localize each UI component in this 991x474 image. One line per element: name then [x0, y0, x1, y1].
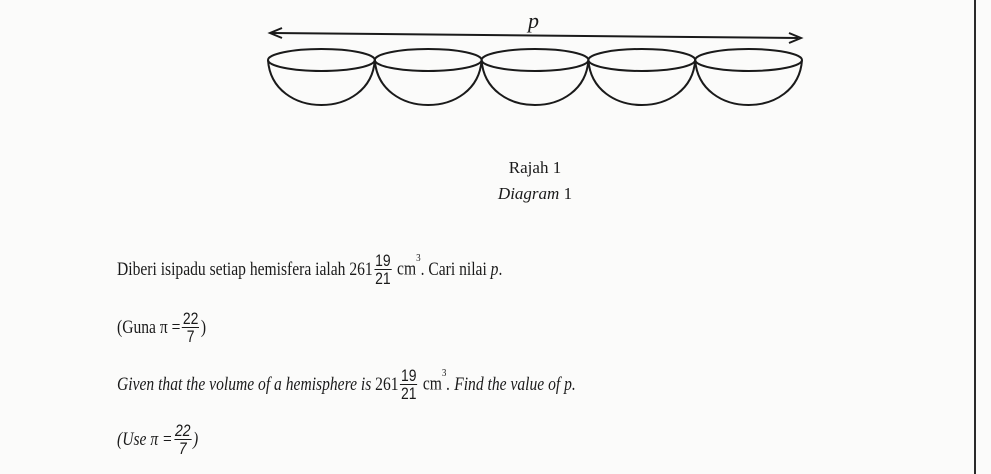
page-border [974, 0, 976, 474]
hemisphere-bowl [480, 59, 590, 106]
hemisphere-rim [373, 48, 483, 72]
hemispheres-diagram [267, 27, 804, 106]
length-arrow-line [271, 32, 799, 39]
arrow-head-left [267, 27, 283, 39]
hemisphere-bowl [694, 59, 803, 106]
hemisphere-bowl [267, 59, 376, 106]
hemisphere-rim [694, 48, 803, 72]
length-label-p: p [528, 8, 539, 33]
diagram-caption-ms: Rajah 1 [508, 158, 562, 177]
hemisphere-rim [587, 48, 697, 72]
hemisphere-rim [267, 48, 376, 72]
diagram-caption-en: Diagram 1 [497, 184, 573, 203]
arrow-head-right [788, 32, 804, 44]
hemisphere-bowl [587, 59, 697, 106]
question-malay: Diberi isipadu setiap hemisfera ialah 26… [117, 251, 503, 288]
question-english: Given that the volume of a hemisphere is… [117, 366, 576, 403]
hemisphere-bowl [373, 59, 483, 106]
hemisphere-rim [480, 48, 590, 72]
